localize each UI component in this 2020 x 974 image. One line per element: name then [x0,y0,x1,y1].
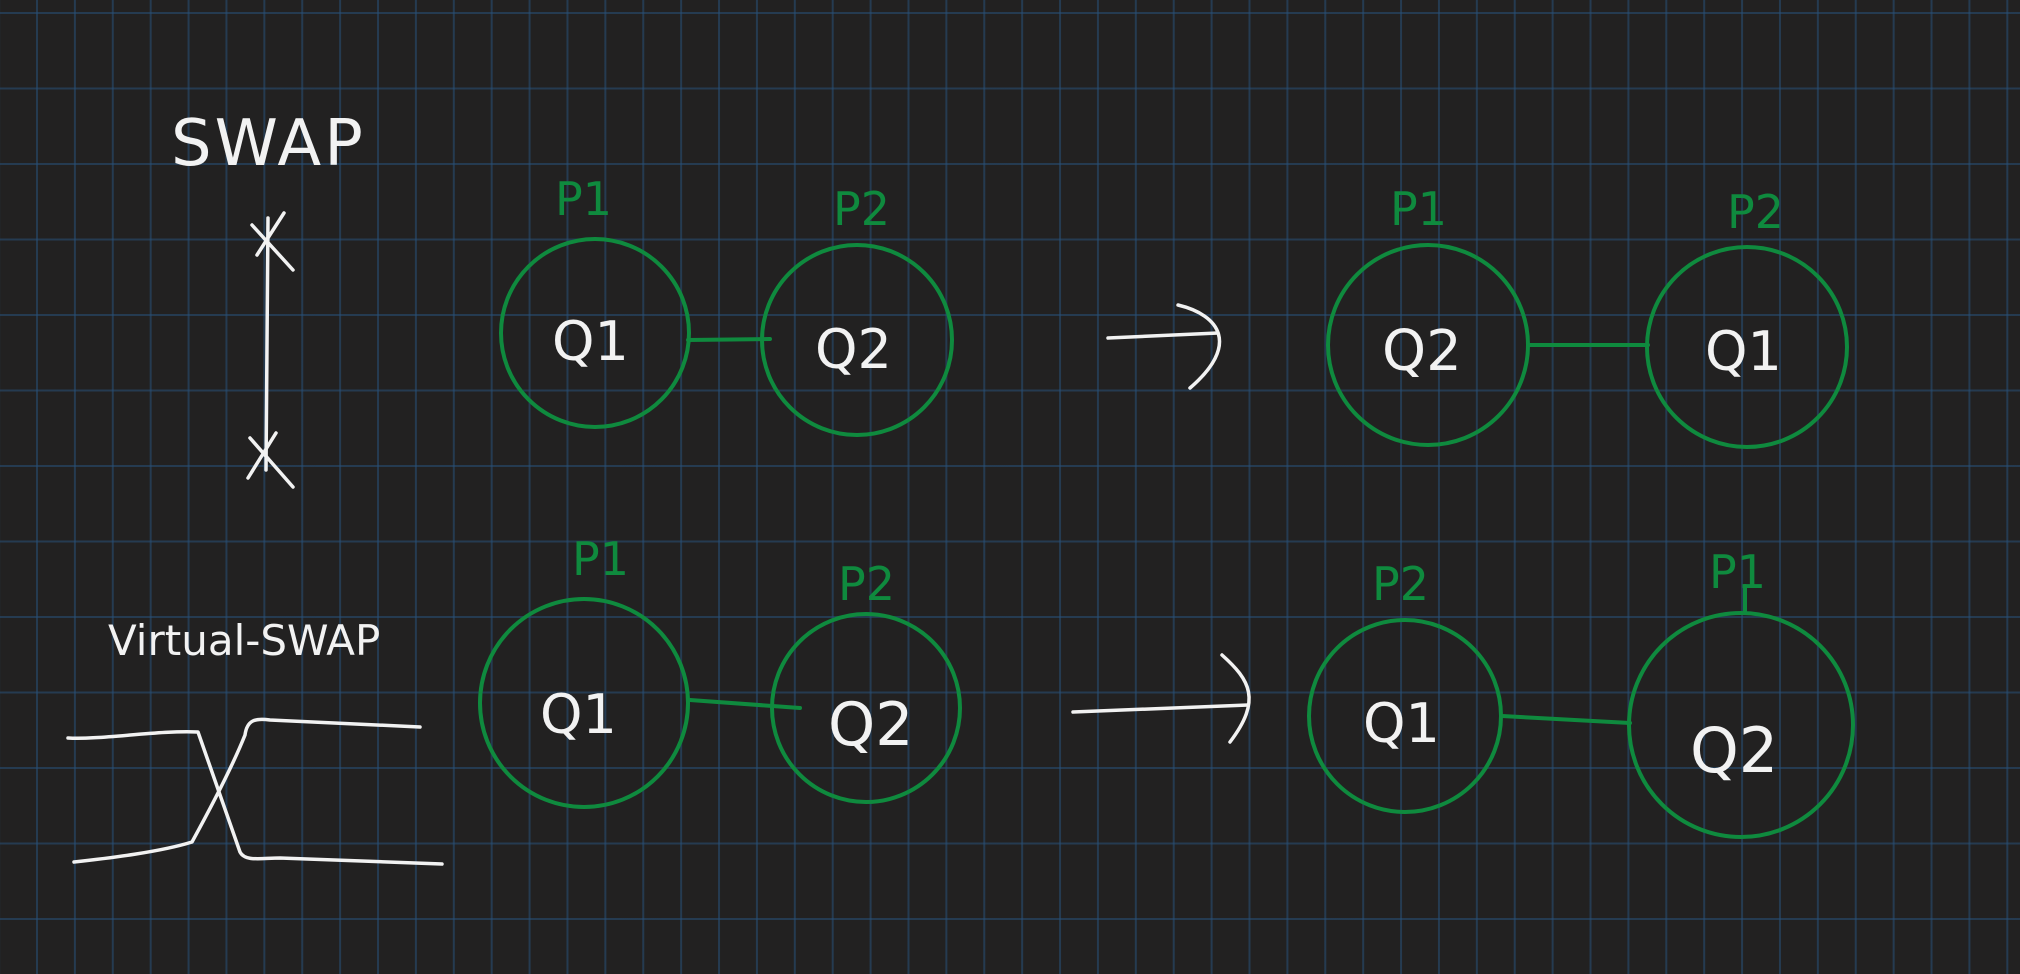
physical-label: P2 [1372,557,1429,611]
qubit-node [1627,611,1855,839]
qubit-node [770,612,962,804]
physical-label: P2 [833,182,890,236]
virtual-swap-title: Virtual-SWAP [108,616,380,665]
qubit-label: Q2 [1690,714,1778,787]
qubit-label: Q2 [828,690,913,760]
physical-label: P1 [1390,182,1447,236]
physical-label: P1 [555,172,612,226]
qubit-label: Q2 [815,318,892,381]
qubit-label: Q2 [1382,319,1462,384]
qubit-node [1645,245,1849,449]
qubit-node [478,597,690,809]
swap-title: SWAP [171,107,366,181]
coupling-edge [686,337,772,342]
qubit-label: Q1 [1705,320,1782,383]
qubit-node [1307,618,1503,814]
qubit-label: Q1 [1363,692,1440,755]
qubit-label: Q1 [540,683,617,746]
qubit-label: Q1 [552,310,629,373]
physical-label: P1 [572,532,629,586]
physical-label: P2 [838,557,895,611]
bottom-row-before: P1 P2 Q1 Q2 [478,532,962,809]
qubit-node [760,243,954,437]
qubit-node [1326,243,1530,447]
qubit-node [499,237,691,429]
top-row-before: P1 P2 Q1 Q2 [499,172,954,437]
physical-label: P2 [1727,185,1784,239]
swap-gate-symbol [246,211,295,489]
physical-label: P1 [1709,545,1766,599]
top-row-after: P1 P2 Q2 Q1 [1326,182,1849,449]
right-arrow-icon [1106,303,1222,390]
coupling-edge [688,698,802,710]
coupling-edge [1500,714,1632,725]
right-arrow-icon [1071,653,1251,744]
bottom-row-after: P2 P1 Q1 Q2 [1307,545,1855,839]
virtual-swap-symbol [66,717,444,866]
